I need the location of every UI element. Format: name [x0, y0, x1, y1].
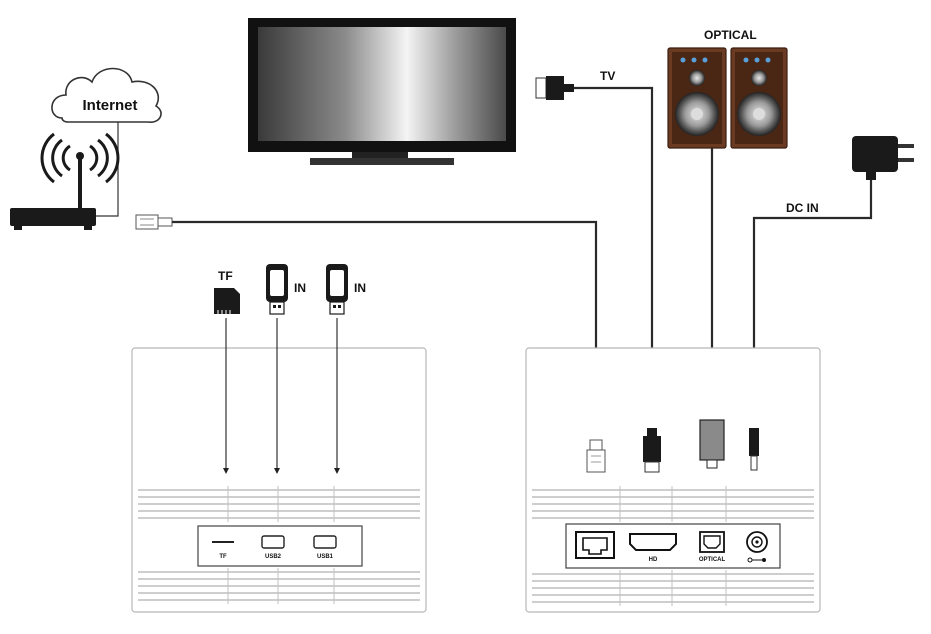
- ethernet-plug-icon: [135, 214, 173, 230]
- tf-port-label: TF: [219, 554, 227, 560]
- hdmi-cable: [574, 86, 654, 434]
- rear-lower-vents: [532, 570, 814, 606]
- router-icon: [10, 132, 120, 230]
- usb1-port-label: USB1: [317, 554, 334, 560]
- usb1-port: [313, 535, 337, 549]
- optical-plug-bottom-icon: [699, 419, 725, 469]
- usb2-in-label: IN: [294, 281, 306, 295]
- dc-plug-bottom-icon: [749, 428, 759, 471]
- rear-panel-device: HD OPTICAL: [525, 347, 821, 613]
- optical-port: [699, 531, 725, 553]
- lan-port: [575, 531, 615, 559]
- ethernet-plug-bottom-icon: [586, 439, 606, 473]
- usb-drive-icon: [266, 264, 288, 315]
- usb2-port-label: USB2: [265, 554, 282, 560]
- tf-slot: [212, 541, 234, 543]
- dc-in-label: DC IN: [786, 201, 819, 215]
- front-lower-vents: [138, 568, 420, 604]
- internet-label: Internet: [82, 97, 137, 114]
- hdmi-plug-icon: [535, 76, 574, 100]
- sd-card-icon: [214, 288, 240, 314]
- hdmi-port: [629, 533, 677, 551]
- dc-cable: [752, 180, 873, 428]
- front-upper-vents: [138, 486, 420, 522]
- usb2-port: [261, 535, 285, 549]
- optical-top-label: OPTICAL: [704, 28, 757, 42]
- optical-port-label: OPTICAL: [699, 557, 726, 563]
- tf-label: TF: [218, 269, 233, 283]
- rear-upper-vents: [532, 486, 814, 522]
- hdmi-plug-bottom-icon: [643, 428, 661, 473]
- tv-icon: [248, 18, 516, 165]
- internet-cloud: Internet: [51, 67, 162, 123]
- dc-polarity-icon: [747, 557, 766, 563]
- speaker-icon: [667, 47, 788, 149]
- front-panel-device: TF USB2 USB1: [131, 347, 427, 613]
- cloud-icon: [51, 67, 162, 123]
- dc-port: [746, 531, 768, 553]
- tv-label: TV: [600, 69, 615, 83]
- usb1-in-label: IN: [354, 281, 366, 295]
- usb-drive-icon-2: [326, 264, 348, 315]
- power-adapter-icon: [852, 136, 914, 180]
- hd-port-label: HD: [649, 557, 658, 563]
